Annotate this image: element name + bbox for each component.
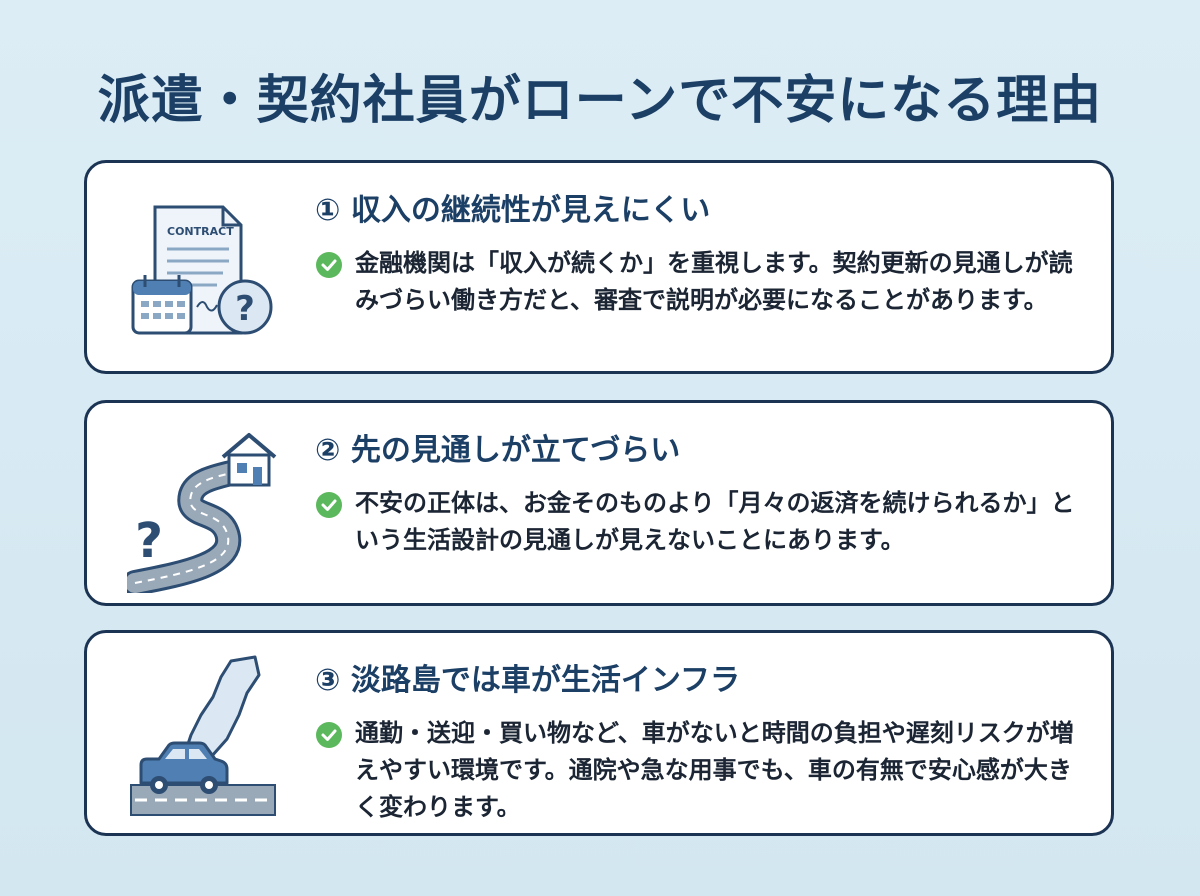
reason-body-income: 金融機関は「収入が続くか」を重視します。契約更新の見通しが読みづらい働き方だと、… xyxy=(355,249,1073,314)
reason-heading-outlook: ② 先の見通しが立てづらい xyxy=(315,433,681,468)
svg-text:?: ? xyxy=(235,289,255,329)
reason-body-car: 通勤・送迎・買い物など、車がないと時間の負担や遅刻リスクが増えやすい環境です。通… xyxy=(355,719,1074,821)
contract-label: CONTRACT xyxy=(167,225,234,238)
check-icon xyxy=(316,252,342,278)
reason-heading-income: ① 収入の継続性が見えにくい xyxy=(315,193,711,228)
check-icon xyxy=(316,492,342,518)
reason-card-outlook: ? ② 先の見通しが立てづらい 不安の正体は、お金そのものより「月々の返済を続け… xyxy=(84,400,1114,606)
contract-calendar-question-icon: CONTRACT ? xyxy=(131,205,273,335)
check-icon xyxy=(316,722,342,748)
reason-heading-car: ③ 淡路島では車が生活インフラ xyxy=(315,663,740,698)
page-title: 派遣・契約社員がローンで不安になる理由 xyxy=(97,71,1103,131)
reason-card-income: CONTRACT ? ① 収入の継続性が見えにくい 金融機関は「収入が続くか」を… xyxy=(84,160,1114,374)
island-car-road-icon xyxy=(130,655,276,816)
reason-card-car: ③ 淡路島では車が生活インフラ 通勤・送迎・買い物など、車がないと時間の負担や遅… xyxy=(84,630,1114,836)
svg-text:?: ? xyxy=(135,513,163,569)
winding-road-house-question-icon: ? xyxy=(127,433,277,593)
reason-body-outlook: 不安の正体は、お金そのものより「月々の返済を続けられるか」という生活設計の見通し… xyxy=(355,489,1075,554)
